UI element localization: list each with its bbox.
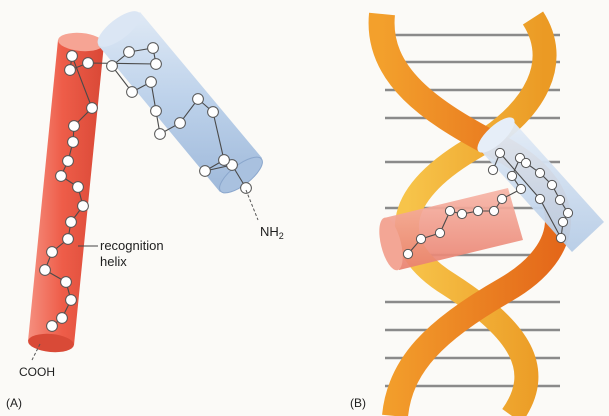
panel-a-letter: (A)	[6, 397, 22, 409]
residue-circle	[67, 51, 78, 62]
residue-circle	[124, 47, 135, 58]
residue-circle	[175, 118, 186, 129]
residue-circle	[151, 106, 162, 117]
residue-circle	[558, 217, 567, 226]
residue-circle	[521, 158, 530, 167]
residue-circle	[435, 228, 444, 237]
residue-circle	[73, 182, 84, 193]
residue-circle	[66, 295, 77, 306]
residue-circle	[151, 59, 162, 70]
nh2-label-main: NH	[260, 224, 279, 239]
residue-circle	[57, 313, 68, 324]
residue-circle	[65, 65, 76, 76]
residue-circle	[547, 180, 556, 189]
residue-circle	[489, 206, 498, 215]
residue-circle	[495, 148, 504, 157]
residue-circle	[497, 194, 506, 203]
residue-circle	[56, 171, 67, 182]
nh2-label-subscript: 2	[279, 231, 284, 241]
nh2-terminus-line	[246, 190, 258, 220]
residue-circle	[193, 94, 204, 105]
panel-b-letter: (B)	[350, 397, 366, 409]
residue-circle	[68, 137, 79, 148]
residue-circle	[63, 234, 74, 245]
residue-circle	[241, 183, 252, 194]
residue-circle	[473, 206, 482, 215]
residue-circle	[155, 129, 166, 140]
residue-circle	[416, 234, 425, 243]
residue-circle	[47, 247, 58, 258]
residue-circle	[47, 321, 58, 332]
residue-circle	[87, 103, 98, 114]
second-helix-cylinder	[92, 5, 267, 199]
residue-circle	[107, 61, 118, 72]
residue-circle	[556, 233, 565, 242]
residue-circle	[200, 166, 211, 177]
residue-circle	[457, 209, 466, 218]
residue-circle	[148, 43, 159, 54]
residue-circle	[83, 58, 94, 69]
residue-circle	[61, 277, 72, 288]
residue-circle	[78, 201, 89, 212]
recognition-helix-label-line1: recognition	[100, 239, 164, 252]
recognition-helix-cylinder	[27, 31, 104, 354]
residue-circle	[535, 168, 544, 177]
residue-circle	[69, 121, 80, 132]
residue-circle	[208, 107, 219, 118]
nh2-label: NH2	[260, 225, 284, 241]
residue-circle	[507, 171, 516, 180]
residue-circle	[219, 155, 230, 166]
residue-circle	[516, 184, 525, 193]
cooh-label: COOH	[19, 366, 55, 378]
residue-circle	[66, 217, 77, 228]
residue-circle	[63, 156, 74, 167]
residue-circle	[127, 87, 138, 98]
panel-b-dna-complex	[375, 14, 604, 416]
residue-circle	[445, 206, 454, 215]
residue-circle	[563, 208, 572, 217]
residue-circle	[403, 249, 412, 258]
panel-a-helix-turn-helix	[27, 5, 267, 360]
residue-circle	[40, 265, 51, 276]
recognition-helix-label-line2: helix	[100, 255, 127, 268]
residue-circle	[555, 195, 564, 204]
residue-circle	[488, 165, 497, 174]
residue-circle	[146, 77, 157, 88]
residue-circle	[535, 194, 544, 203]
